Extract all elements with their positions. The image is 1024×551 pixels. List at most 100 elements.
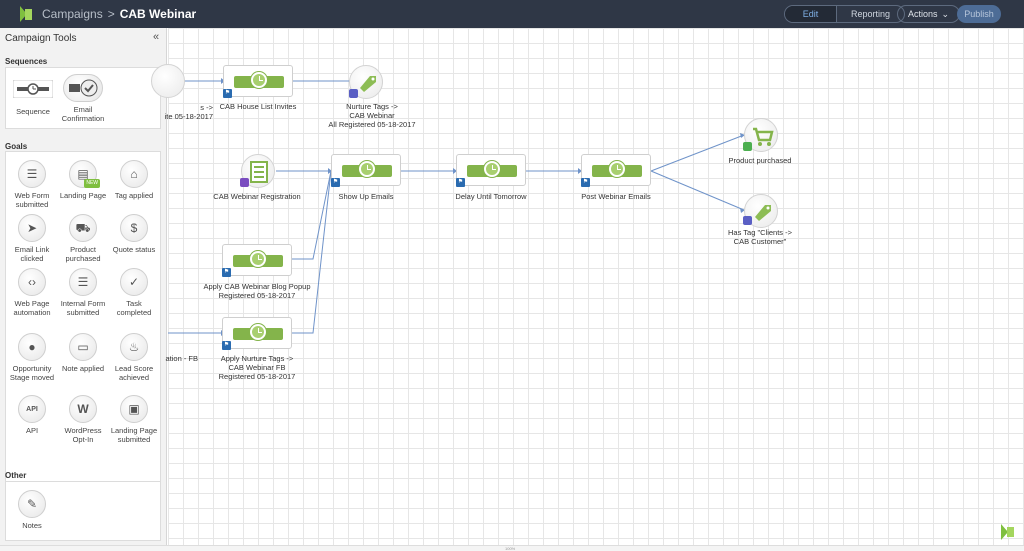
- tool-label: WordPress Opt-In: [64, 426, 102, 444]
- tool-wordpress-opt-in[interactable]: W WordPress Opt-In: [57, 395, 109, 444]
- tool-label: Web Page automation: [13, 299, 51, 317]
- sequence-node-delay[interactable]: [456, 154, 526, 186]
- flag-icon: ⚑: [223, 89, 232, 98]
- wire-blog-to-show-up: [292, 170, 332, 260]
- webinar-registration-goal-node[interactable]: [241, 154, 275, 188]
- other-panel: ✎ Notes: [5, 481, 161, 541]
- cart-icon: ⛟: [69, 214, 97, 242]
- sequences-panel: Sequence Email Confirmation: [5, 67, 161, 129]
- internal-form-icon: ☰: [69, 268, 97, 296]
- flag-icon: ⚑: [456, 178, 465, 187]
- actions-dropdown[interactable]: Actions ⌄: [897, 5, 961, 23]
- tool-label: Email Link clicked: [14, 245, 50, 263]
- tool-product-purchased[interactable]: ⛟ Product purchased: [57, 214, 109, 263]
- wire-apply-nurture-to-show-up: [292, 170, 332, 334]
- breadcrumb-campaigns[interactable]: Campaigns: [42, 7, 103, 21]
- apply-tag-badge-icon: [349, 89, 358, 98]
- node-label-registration: CAB Webinar Registration: [213, 192, 301, 201]
- node-label-product-purchased: Product purchased: [728, 156, 792, 165]
- tool-label: Internal Form submitted: [60, 299, 106, 317]
- tool-tag-applied[interactable]: ⌂ Tag applied: [108, 160, 160, 200]
- nurture-tags-goal-node[interactable]: [349, 65, 383, 99]
- person-icon: ●: [18, 333, 46, 361]
- email-confirmation-icon: [63, 74, 103, 102]
- web-form-icon: ☰: [18, 160, 46, 188]
- brand-watermark-icon: [1001, 524, 1014, 540]
- tool-api[interactable]: API API: [6, 395, 58, 435]
- sequence-icon: [12, 79, 54, 99]
- node-label-blog-popup: Apply CAB Webinar Blog Popup Registered …: [203, 282, 311, 300]
- sequence-node-blog-popup[interactable]: [222, 244, 292, 276]
- tool-label: Task completed: [116, 299, 152, 317]
- publish-button[interactable]: Publish: [957, 5, 1001, 23]
- sequences-heading: Sequences: [5, 57, 48, 66]
- cursor-icon: ➤: [18, 214, 46, 242]
- tool-label: Product purchased: [65, 245, 101, 263]
- status-bar: 100%: [0, 545, 1024, 551]
- tool-sequence[interactable]: Sequence: [7, 74, 59, 116]
- flag-icon: ⚑: [222, 341, 231, 350]
- wire-post-to-product: [650, 134, 745, 172]
- tool-label: Tag applied: [114, 191, 154, 200]
- cart-badge-icon: [743, 142, 752, 151]
- tag-badge-icon: [743, 216, 752, 225]
- tool-opportunity-stage-moved[interactable]: ● Opportunity Stage moved: [6, 333, 58, 382]
- tool-landing-page-submitted[interactable]: ▣ Landing Page submitted: [108, 395, 160, 444]
- node-label-apply-nurture: Apply Nurture Tags -> CAB Webinar FB Reg…: [218, 354, 296, 381]
- dollar-icon: $: [120, 214, 148, 242]
- web-form-icon: [250, 161, 268, 183]
- partial-top-label: s -> ite 05-18-2017: [164, 103, 213, 121]
- clock-icon: [250, 251, 266, 267]
- sequence-node-house-list[interactable]: [223, 65, 293, 97]
- tool-web-form-submitted[interactable]: ☰ Web Form submitted: [6, 160, 58, 209]
- node-label-post-webinar: Post Webinar Emails: [581, 192, 651, 201]
- clock-icon: [484, 161, 500, 177]
- flag-icon: ⚑: [581, 178, 590, 187]
- flag-icon: ⚑: [331, 178, 340, 187]
- goals-panel: ☰ Web Form submitted ▤ NEW Landing Page …: [5, 151, 161, 487]
- tool-lead-score-achieved[interactable]: ♨ Lead Score achieved: [108, 333, 160, 382]
- sequence-node-post-webinar[interactable]: [581, 154, 651, 186]
- tool-quote-status[interactable]: $ Quote status: [108, 214, 160, 254]
- tool-task-completed[interactable]: ✓ Task completed: [108, 268, 160, 317]
- app-logo-icon[interactable]: [20, 6, 34, 22]
- task-check-icon: ✓: [120, 268, 148, 296]
- landing-page-submitted-icon: ▣: [120, 395, 148, 423]
- note-card-icon: ▭: [69, 333, 97, 361]
- zoom-level: 100%: [505, 546, 516, 551]
- tool-email-confirmation[interactable]: Email Confirmation: [57, 74, 109, 123]
- tool-label: Email Confirmation: [61, 105, 105, 123]
- tool-label: API: [25, 426, 39, 435]
- goals-heading: Goals: [5, 142, 28, 151]
- flag-icon: ⚑: [222, 268, 231, 277]
- edit-tab[interactable]: Edit: [785, 6, 837, 22]
- tool-web-page-automation[interactable]: ‹› Web Page automation: [6, 268, 58, 317]
- tool-label: Landing Page submitted: [110, 426, 158, 444]
- cart-icon: [753, 127, 774, 146]
- sequence-node-apply-nurture[interactable]: [222, 317, 292, 349]
- tag-icon: ⌂: [120, 160, 148, 188]
- sidebar-title: Campaign Tools: [5, 33, 77, 44]
- top-bar: Campaigns > CAB Webinar: [0, 0, 1024, 28]
- tool-internal-form-submitted[interactable]: ☰ Internal Form submitted: [57, 268, 109, 317]
- partial-tag-goal-node[interactable]: [151, 64, 185, 98]
- node-label-nurture-tags: Nurture Tags -> CAB Webinar All Register…: [328, 102, 416, 129]
- tool-landing-page[interactable]: ▤ NEW Landing Page: [57, 160, 109, 200]
- page-title: CAB Webinar: [119, 7, 197, 21]
- sequence-node-show-up[interactable]: [331, 154, 401, 186]
- campaign-tools-sidebar: Campaign Tools « Sequences Sequence: [0, 28, 167, 551]
- collapse-icon[interactable]: «: [153, 31, 160, 43]
- reporting-tab[interactable]: Reporting: [851, 9, 891, 19]
- breadcrumb-separator: >: [107, 7, 115, 21]
- other-heading: Other: [5, 471, 27, 480]
- tool-note-applied[interactable]: ▭ Note applied: [57, 333, 109, 373]
- clock-icon: [609, 161, 625, 177]
- node-label-has-tag: Has Tag "Clients -> CAB Customer": [727, 228, 792, 246]
- pencil-icon: ✎: [18, 490, 46, 518]
- tool-label: Opportunity Stage moved: [9, 364, 55, 382]
- campaign-canvas[interactable]: s -> ite 05-18-2017 ⚑ CAB House List Inv…: [151, 28, 1024, 545]
- product-purchased-goal-node[interactable]: [744, 118, 778, 152]
- tool-notes[interactable]: ✎ Notes: [6, 490, 58, 530]
- node-label-show-up: Show Up Emails: [338, 192, 394, 201]
- tool-email-link-clicked[interactable]: ➤ Email Link clicked: [6, 214, 58, 263]
